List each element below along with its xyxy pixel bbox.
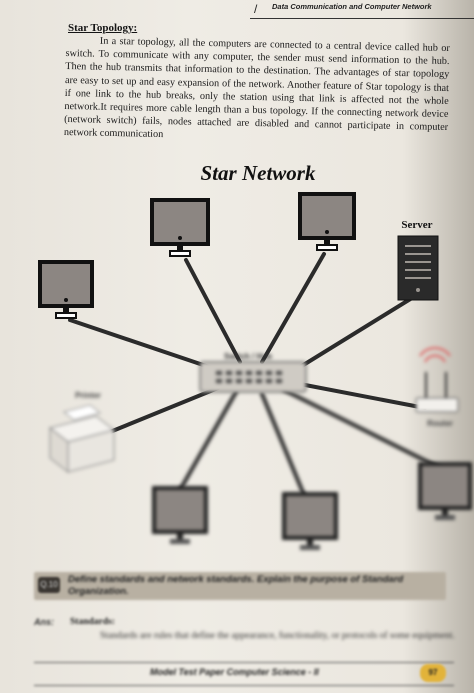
monitor-icon-left (38, 260, 94, 319)
monitor-icon-bottom-right (418, 462, 472, 520)
server-icon (397, 235, 439, 301)
cable-router (298, 382, 427, 410)
question-number: Q.10 (38, 577, 60, 593)
page-footer (34, 662, 454, 686)
monitor-icon-top-left (150, 198, 210, 257)
server-label: Server (401, 219, 432, 231)
page-header (250, 0, 474, 19)
cable-server (290, 296, 414, 374)
answer-text: Standards are rules that define the appe… (100, 631, 455, 641)
answer-heading: Standards: (70, 617, 115, 627)
router-label: Router (427, 419, 453, 428)
question-text: Define standards and network standards. … (68, 574, 404, 597)
printer-label: Printer (75, 391, 101, 400)
switch-label: Switch / Hub (224, 352, 272, 361)
monitor-icon-bottom-left (152, 486, 208, 544)
answer-prefix: Ans: (34, 617, 54, 627)
section-heading: Star Topology: (68, 22, 138, 34)
section-paragraph: In a star topology, all the computers ar… (64, 34, 450, 148)
header-title: Data Communication and Computer Network (272, 2, 432, 11)
router-icon (415, 347, 459, 413)
cable-left-monitor (68, 318, 220, 372)
star-network-diagram: Star Network (38, 161, 472, 550)
diagram-title: Star Network (201, 161, 316, 185)
footer-title: Model Test Paper Computer Science - II (150, 667, 319, 677)
network-cables (68, 252, 442, 497)
switch-hub (199, 361, 307, 393)
page-number-badge: 97 (420, 664, 446, 682)
cable-bottom-right-monitor (282, 388, 442, 470)
header-divider: / (254, 2, 258, 16)
cable-top-left-monitor (184, 258, 242, 364)
cable-top-right-monitor (260, 252, 326, 364)
cable-printer (108, 386, 220, 434)
monitor-icon-top-right (298, 192, 356, 251)
question-bar (34, 572, 446, 600)
monitor-icon-bottom-middle (282, 492, 338, 550)
printer-icon (48, 404, 116, 474)
paragraph-text: In a star topology, all the computers ar… (63, 35, 450, 141)
cable-bottom-middle-monitor (260, 392, 306, 497)
cable-bottom-left-monitor (178, 390, 238, 492)
